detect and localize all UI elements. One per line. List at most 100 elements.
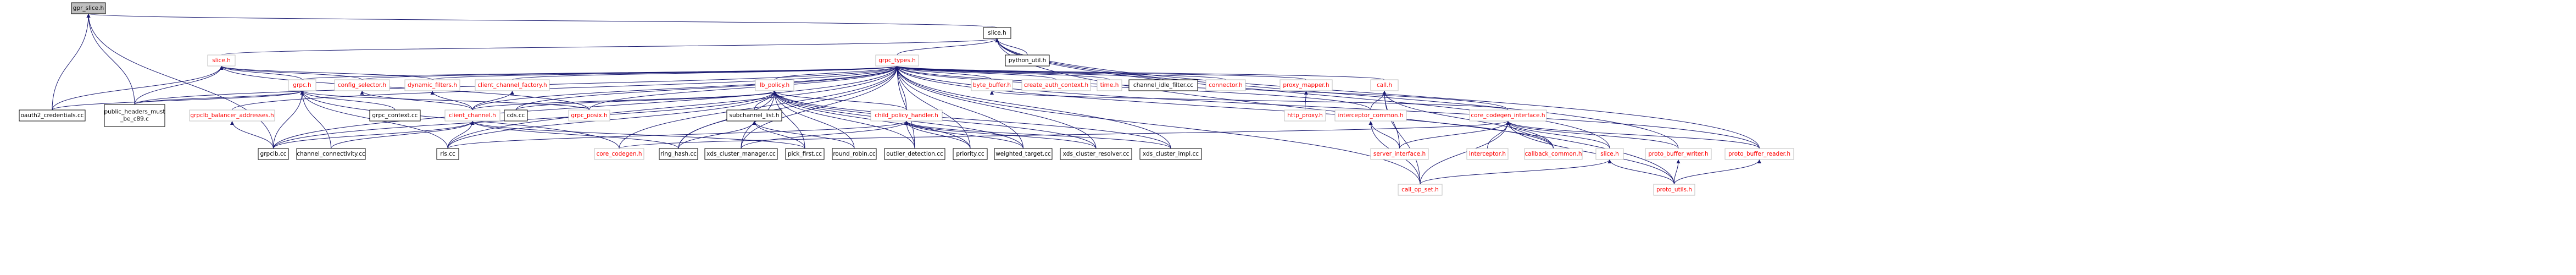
node-cds-cc[interactable]: cds.cc [504,109,528,122]
node-proto-utils-h[interactable]: proto_utils.h [1653,184,1695,196]
node-box [1595,148,1624,160]
node-core-codegen-h[interactable]: core_codegen.h [594,148,644,160]
node-time-h[interactable]: time.h [1097,79,1122,91]
edge-grpc_types_h-to-core_codegen_h [619,65,899,149]
node-box [870,109,943,122]
edge-grpc_h-to-grpc_context_cc [300,90,396,111]
edge-grpc_types_h-to-channel_idle_filter_cc [895,65,1164,80]
node-channel-idle-filter-cc[interactable]: channel_idle_filter.cc [1128,79,1198,91]
edge-dynamic_filters_h-to-client_channel_h [430,90,473,111]
edge-client_channel_h-to-rls_cc [447,120,475,149]
node-connector-h[interactable]: connector.h [1205,79,1246,91]
node-label: proto_buffer_writer.h [1648,151,1708,157]
node-weighted-target-cc[interactable]: weighted_target.cc [994,148,1053,160]
node-oauth2-credentials-cc[interactable]: oauth2_credentials.cc [19,109,86,122]
edge-child_policy_handler_h-to-priority_cc [904,120,971,149]
node-slice-h-a[interactable]: slice.h [207,54,236,67]
node-label: dynamic_filters.h [408,82,457,89]
node-slice-h-top[interactable]: slice.h [983,27,1011,39]
node-label: xds_cluster_manager.cc [706,151,776,157]
edge-slice_h_a-to-public_headers_must_be_c89_c [134,65,224,105]
node-label: create_auth_context.h [1024,82,1088,89]
node-xds-cluster-manager-cc[interactable]: xds_cluster_manager.cc [704,148,778,160]
node-rls-cc[interactable]: rls.cc [436,148,459,160]
node-ring-hash-cc[interactable]: ring_hash.cc [659,148,698,160]
edge-gpr_slice_h-to-grpclb_cc [86,13,274,149]
edge-subchannel_list_h-to-round_robin_cc [752,120,855,149]
node-label: call_op_set.h [1401,186,1439,193]
node-client-channel-h[interactable]: client_channel.h [444,109,500,122]
node-label: outlier_detection.cc [886,151,943,157]
node-interceptor-common-h[interactable]: interceptor_common.h [1334,109,1407,122]
node-box [1279,79,1333,91]
node-child-policy-handler-h[interactable]: child_policy_handler.h [870,109,943,122]
node-public-headers-must-be-c89-c[interactable]: public_headers_must_be_c89.c [104,104,165,127]
node-byte-buffer-h[interactable]: byte_buffer.h [971,79,1013,91]
edge-grpc_types_h-to-grpclb_cc [273,65,899,149]
node-box [1398,184,1443,196]
node-pick-first-cc[interactable]: pick_first.cc [785,148,825,160]
node-box [1005,54,1050,67]
node-interceptor-h[interactable]: interceptor.h [1466,148,1509,160]
node-label: xds_cluster_resolver.cc [1063,151,1130,157]
node-gpr-slice-h[interactable]: gpr_slice.h [71,2,106,14]
node-box [189,109,275,122]
node-grpc-posix-h[interactable]: grpc_posix.h [568,109,610,122]
edge-core_codegen_interface_h-to-server_interface_h [1399,120,1510,149]
node-round-robin-cc[interactable]: round_robin.cc [832,148,877,160]
node-callback-common-h[interactable]: callback_common.h [1524,148,1583,160]
node-proto-buffer-reader-h[interactable]: proto_buffer_reader.h [1724,148,1794,160]
node-lb-policy-h[interactable]: lb_policy.h [755,79,794,91]
node-box [258,148,289,160]
node-dynamic-filters-h[interactable]: dynamic_filters.h [404,79,460,91]
node-proto-buffer-writer-h[interactable]: proto_buffer_writer.h [1645,148,1712,160]
edge-core_codegen_interface_h-to-proto_buffer_reader_h [1506,120,1760,149]
node-proxy-mapper-h[interactable]: proxy_mapper.h [1279,79,1333,91]
edge-child_policy_handler_h-to-xds_cluster_impl_cc [904,120,1171,149]
node-label: client_channel.h [449,112,496,119]
node-label: callback_common.h [1525,151,1582,157]
node-http-proxy-h[interactable]: http_proxy.h [1284,109,1326,122]
node-label: priority.cc [956,151,984,157]
node-grpc-h[interactable]: grpc.h [288,79,316,91]
node-box [704,148,778,160]
edge-slice_h_b-to-call_op_set_h [1420,159,1612,185]
node-priority-cc[interactable]: priority.cc [953,148,988,160]
node-python-util-h[interactable]: python_util.h [1005,54,1050,67]
node-call-op-set-h[interactable]: call_op_set.h [1398,184,1443,196]
node-grpc-context-cc[interactable]: grpc_context.cc [369,109,421,122]
node-label: round_robin.cc [833,151,876,157]
node-xds-cluster-impl-cc[interactable]: xds_cluster_impl.cc [1139,148,1202,160]
edge-grpc_types_h-to-time_h [895,65,1110,80]
edge-grpc_types_h-to-grpc_h [302,65,899,80]
edge-slice_h_a-to-oauth2_credentials_cc [52,65,224,111]
node-box [475,79,550,91]
node-label: slice.h [988,30,1006,36]
node-client-channel-factory-h[interactable]: client_channel_factory.h [475,79,550,91]
node-label: pick_first.cc [788,151,822,157]
node-channel-connectivity-cc[interactable]: channel_connectivity.cc [296,148,366,160]
node-config-selector-h[interactable]: config_selector.h [334,79,390,91]
node-grpc-types-h[interactable]: grpc_types.h [875,54,919,67]
node-create-auth-context-h[interactable]: create_auth_context.h [1021,79,1091,91]
node-outlier-detection-cc[interactable]: outlier_detection.cc [884,148,945,160]
node-core-codegen-interface-h[interactable]: core_codegen_interface.h [1469,109,1547,122]
node-xds-cluster-resolver-cc[interactable]: xds_cluster_resolver.cc [1060,148,1132,160]
edge-proto_buffer_reader_h-to-proto_utils_h [1674,159,1761,185]
edge-grpc_h-to-grpc_posix_h [300,90,589,111]
edge-lb_policy_h-to-xds_cluster_impl_cc [772,90,1171,149]
node-call-h[interactable]: call.h [1370,79,1399,91]
node-grpclb-balancer-addresses-h[interactable]: grpclb_balancer_addresses.h [189,109,275,122]
node-label: _be_c89.c [120,116,149,123]
node-box [1466,148,1509,160]
node-box [884,148,945,160]
edge-call_h-to-callback_common_h [1382,90,1554,149]
node-box [875,54,919,67]
node-grpclb-cc[interactable]: grpclb.cc [258,148,289,160]
node-slice-h-b[interactable]: slice.h [1595,148,1624,160]
node-label: interceptor.h [1469,151,1506,157]
edge-interceptor_common_h-to-server_interface_h [1368,120,1400,149]
edge-slice_h_a-to-config_selector_h [219,65,363,80]
node-subchannel-list-h[interactable]: subchannel_list.h [726,109,782,122]
node-server-interface-h[interactable]: server_interface.h [1370,148,1429,160]
